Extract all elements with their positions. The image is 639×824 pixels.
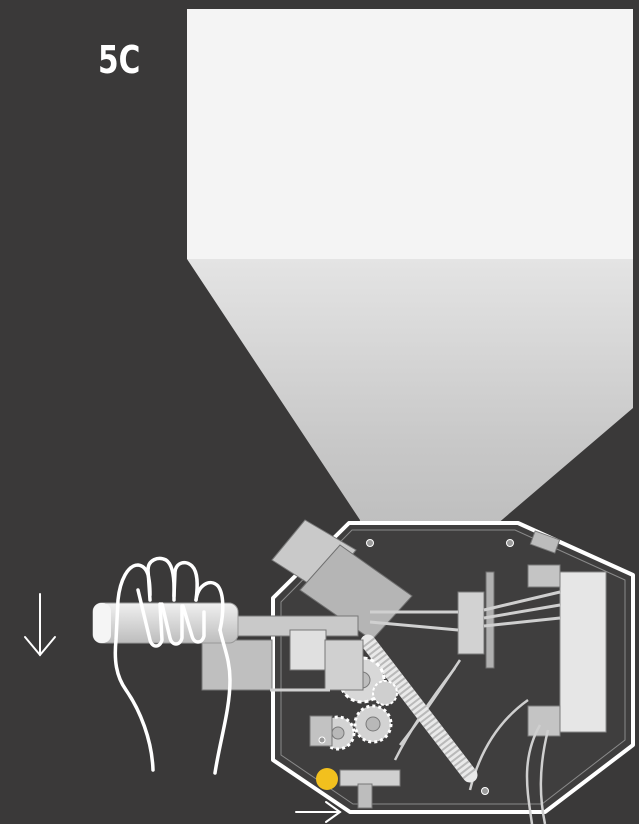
step-label: 5C: [98, 38, 140, 82]
arrow-right-icon: [296, 802, 340, 822]
arrow-down-icon: [25, 594, 55, 655]
indicator-dot: [316, 768, 338, 790]
projection-screen: [187, 9, 633, 259]
